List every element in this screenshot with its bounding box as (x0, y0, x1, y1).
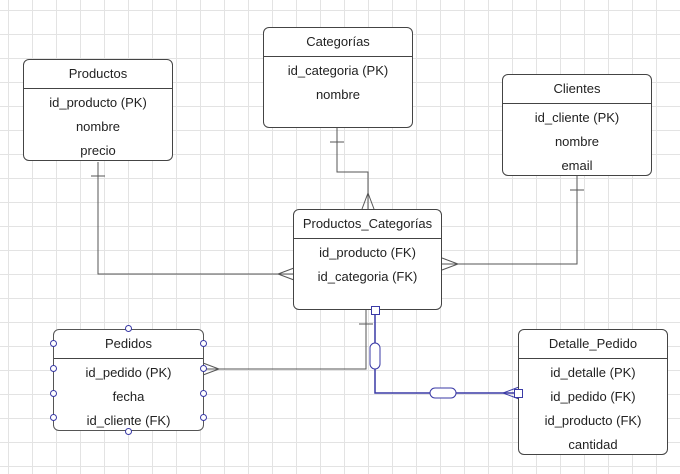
attribute: email (561, 158, 593, 173)
edge-productos-categorias-pedidos[interactable] (203, 310, 367, 370)
selected-edge-detalle-pedido[interactable] (374, 310, 520, 400)
entity-pedidos[interactable]: Pedidos id_pedido (PK) fecha id_cliente … (53, 329, 204, 431)
attribute: fecha (112, 389, 145, 404)
crow-foot-marker (441, 257, 460, 271)
crow-foot-marker (361, 191, 375, 210)
resize-handle[interactable] (50, 340, 57, 347)
resize-handle[interactable] (200, 390, 207, 397)
attribute: cantidad (568, 437, 618, 452)
attribute: precio (80, 143, 116, 158)
resize-handle[interactable] (200, 414, 207, 421)
entity-productos-categorias[interactable]: Productos_Categorías id_producto (FK) id… (293, 209, 442, 310)
edge-endpoint-handle[interactable] (371, 306, 380, 315)
entity-detalle-pedido[interactable]: Detalle_Pedido id_detalle (PK) id_pedido… (518, 329, 668, 455)
attribute: id_producto (FK) (544, 413, 642, 428)
entity-title: Productos (24, 60, 172, 89)
resize-handle[interactable] (200, 365, 207, 372)
attribute: id_pedido (FK) (550, 389, 636, 404)
edge-productos-productos-categorias[interactable] (97, 162, 294, 275)
entity-title: Clientes (503, 75, 651, 104)
attribute: id_producto (PK) (49, 95, 147, 110)
attribute: id_producto (FK) (319, 245, 416, 260)
edge-endpoint-handle[interactable] (514, 389, 523, 398)
attribute: id_categoria (PK) (287, 63, 389, 78)
entity-title: Categorías (264, 28, 412, 57)
edge-clientes-productos-categorias[interactable] (442, 176, 578, 265)
entity-title: Detalle_Pedido (519, 330, 667, 359)
edge-label-handle[interactable] (429, 387, 457, 399)
attribute: id_cliente (FK) (86, 413, 171, 428)
crow-foot-marker (202, 362, 221, 376)
crow-foot-marker (501, 386, 520, 400)
attribute: nombre (554, 134, 600, 149)
attribute: nombre (75, 119, 121, 134)
crow-foot-marker (276, 267, 295, 281)
resize-handle[interactable] (125, 325, 132, 332)
attribute: id_detalle (PK) (550, 365, 636, 380)
resize-handle[interactable] (50, 390, 57, 397)
resize-handle[interactable] (125, 428, 132, 435)
resize-handle[interactable] (50, 365, 57, 372)
attribute: id_cliente (PK) (534, 110, 620, 125)
entity-clientes[interactable]: Clientes id_cliente (PK) nombre email (502, 74, 652, 176)
edge-categorias-productos-categorias[interactable] (336, 128, 369, 209)
attribute: id_categoria (FK) (317, 269, 418, 284)
entity-title: Pedidos (54, 330, 203, 359)
edge-label-handle[interactable] (369, 342, 381, 370)
attribute: nombre (315, 87, 361, 102)
entity-title: Productos_Categorías (294, 210, 441, 239)
resize-handle[interactable] (200, 340, 207, 347)
entity-categorias[interactable]: Categorías id_categoria (PK) nombre (263, 27, 413, 128)
resize-handle[interactable] (50, 414, 57, 421)
entity-productos[interactable]: Productos id_producto (PK) nombre precio (23, 59, 173, 161)
attribute: id_pedido (PK) (85, 365, 172, 380)
